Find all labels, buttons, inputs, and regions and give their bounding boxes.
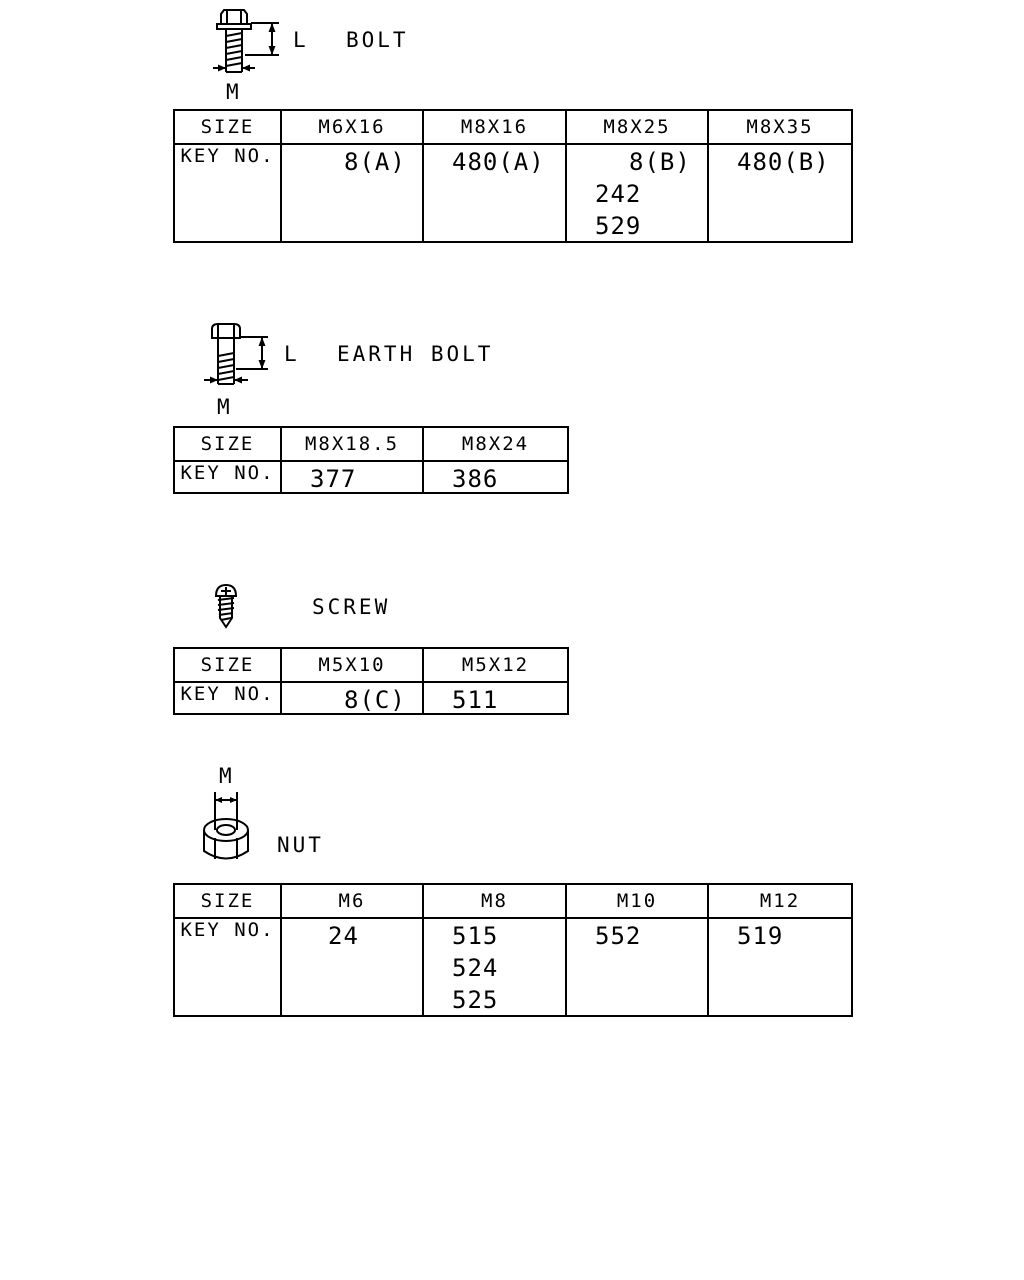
key-cell-m8x24: 386 bbox=[422, 460, 569, 494]
flange-bolt-icon bbox=[213, 9, 279, 73]
key-number: 552 bbox=[595, 922, 642, 950]
key-number: 480(A) bbox=[452, 148, 545, 176]
key-cell-m12: 519 bbox=[707, 917, 853, 1017]
bolt-size-table: SIZE M6X16 M8X16 M8X25 M8X35 KEY NO. 8(A… bbox=[173, 109, 853, 243]
key-cell-m8: 515 524 525 bbox=[422, 917, 567, 1017]
key-number: 386 bbox=[452, 465, 499, 493]
key-cell-m8x25: 8(B) 242 529 bbox=[565, 143, 709, 243]
size-m5x10: M5X10 bbox=[280, 647, 424, 683]
key-number: 24 bbox=[328, 922, 359, 950]
bolt-length-label: L bbox=[293, 28, 309, 52]
hex-nut-icon bbox=[203, 792, 249, 860]
size-row: SIZE M5X10 M5X12 bbox=[173, 647, 569, 683]
key-no-header: KEY NO. bbox=[173, 143, 282, 243]
screw-title: SCREW bbox=[312, 595, 391, 619]
size-m6: M6 bbox=[280, 883, 424, 919]
key-number: 511 bbox=[452, 686, 499, 714]
key-number: 242 bbox=[595, 180, 642, 208]
key-cell-m8x35: 480(B) bbox=[707, 143, 853, 243]
key-number: 524 bbox=[452, 954, 499, 982]
key-row: KEY NO. 24 515 524 525 552 519 bbox=[173, 917, 853, 1017]
key-row: KEY NO. 8(A) 480(A) 8(B) 242 529 480(B) bbox=[173, 143, 853, 243]
earth-bolt-title: EARTH BOLT bbox=[337, 342, 494, 366]
size-m6x16: M6X16 bbox=[280, 109, 424, 145]
size-header: SIZE bbox=[173, 426, 282, 462]
bolt-title: BOLT bbox=[346, 28, 409, 52]
key-number: 8(C) bbox=[344, 686, 406, 714]
size-m8x24: M8X24 bbox=[422, 426, 569, 462]
key-cell-m10: 552 bbox=[565, 917, 709, 1017]
key-cell-m8x18-5: 377 bbox=[280, 460, 424, 494]
size-row: SIZE M6 M8 M10 M12 bbox=[173, 883, 853, 919]
size-m8: M8 bbox=[422, 883, 567, 919]
earth-bolt-icon bbox=[204, 323, 268, 385]
size-header: SIZE bbox=[173, 647, 282, 683]
key-number: 519 bbox=[737, 922, 784, 950]
key-number: 515 bbox=[452, 922, 499, 950]
screw-size-table: SIZE M5X10 M5X12 KEY NO. 8(C) 511 bbox=[173, 647, 569, 715]
key-row: KEY NO. 8(C) 511 bbox=[173, 681, 569, 715]
size-header: SIZE bbox=[173, 883, 282, 919]
key-number: 480(B) bbox=[737, 148, 830, 176]
key-cell-m6: 24 bbox=[280, 917, 424, 1017]
key-cell-m8x16: 480(A) bbox=[422, 143, 567, 243]
key-row: KEY NO. 377 386 bbox=[173, 460, 569, 494]
nut-title: NUT bbox=[277, 833, 324, 857]
key-no-header: KEY NO. bbox=[173, 460, 282, 494]
size-header: SIZE bbox=[173, 109, 282, 145]
size-m12: M12 bbox=[707, 883, 853, 919]
bolt-diameter-label: M bbox=[226, 80, 242, 104]
key-number: 377 bbox=[310, 465, 357, 493]
key-cell-m5x10: 8(C) bbox=[280, 681, 424, 715]
size-m8x35: M8X35 bbox=[707, 109, 853, 145]
key-no-header: KEY NO. bbox=[173, 917, 282, 1017]
size-m10: M10 bbox=[565, 883, 709, 919]
size-m5x12: M5X12 bbox=[422, 647, 569, 683]
nut-size-table: SIZE M6 M8 M10 M12 KEY NO. 24 515 524 52… bbox=[173, 883, 853, 1017]
key-cell-m6x16: 8(A) bbox=[280, 143, 424, 243]
earth-bolt-size-table: SIZE M8X18.5 M8X24 KEY NO. 377 386 bbox=[173, 426, 569, 494]
key-number: 529 bbox=[595, 212, 642, 240]
key-number: 8(A) bbox=[344, 148, 406, 176]
key-no-header: KEY NO. bbox=[173, 681, 282, 715]
size-m8x16: M8X16 bbox=[422, 109, 567, 145]
screw-icon bbox=[214, 583, 238, 629]
key-cell-m5x12: 511 bbox=[422, 681, 569, 715]
size-m8x18-5: M8X18.5 bbox=[280, 426, 424, 462]
size-row: SIZE M8X18.5 M8X24 bbox=[173, 426, 569, 462]
key-number: 525 bbox=[452, 986, 499, 1014]
earth-bolt-diameter-label: M bbox=[217, 395, 233, 419]
nut-diameter-label: M bbox=[219, 764, 235, 788]
size-row: SIZE M6X16 M8X16 M8X25 M8X35 bbox=[173, 109, 853, 145]
size-m8x25: M8X25 bbox=[565, 109, 709, 145]
key-number: 8(B) bbox=[629, 148, 691, 176]
earth-bolt-length-label: L bbox=[284, 342, 300, 366]
